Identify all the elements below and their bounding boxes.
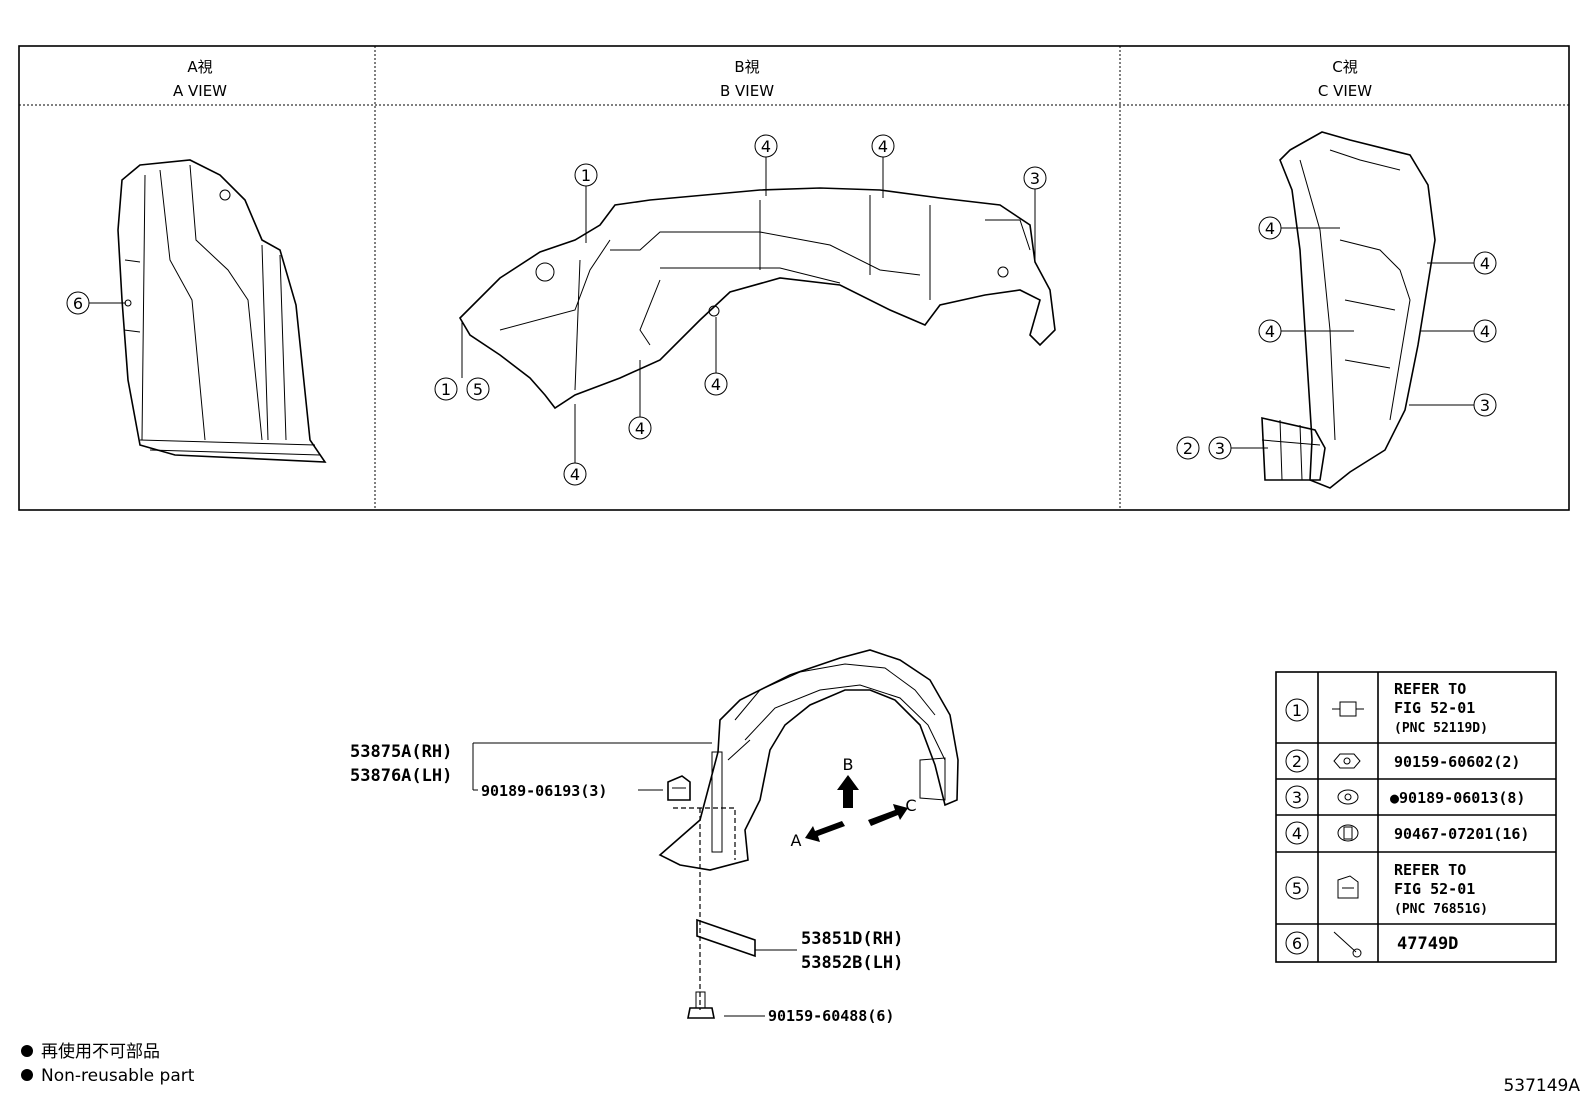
assembly-leaders: [472, 742, 797, 1017]
svg-text:(PNC 76851G): (PNC 76851G): [1394, 902, 1488, 917]
svg-text:●90189-06013(8): ●90189-06013(8): [1390, 789, 1525, 807]
arrow-a-label: A: [791, 831, 802, 850]
arrow-c-label: C: [905, 796, 916, 815]
svg-text:1: 1: [581, 166, 591, 185]
view-c-title-en: C VIEW: [1318, 82, 1372, 100]
screw-icon: [1333, 931, 1362, 958]
fastener-legend-table: [1275, 671, 1557, 963]
flange-bolt-icon: [1332, 701, 1364, 717]
view-c-liner-drawing: [1261, 131, 1436, 489]
figure-id: 537149A: [1503, 1076, 1580, 1096]
svg-text:4: 4: [1480, 254, 1490, 273]
view-b-title-en: B VIEW: [720, 82, 774, 100]
footnote-en: Non-reusable part: [41, 1066, 195, 1086]
fender-liner-assembly-drawing: [658, 649, 959, 871]
view-c-title-jp: C視: [1332, 58, 1357, 76]
svg-text:6: 6: [1292, 934, 1302, 953]
bolt-icon: [687, 991, 715, 1019]
clip-part-label: 90189-06193(3): [481, 782, 607, 800]
svg-text:4: 4: [761, 137, 771, 156]
svg-text:4: 4: [1292, 824, 1302, 843]
push-clip-icon: [1337, 824, 1359, 842]
svg-text:REFER TO: REFER TO: [1394, 861, 1466, 879]
legend-row-2: 2 90159-60602(2): [1285, 749, 1520, 773]
svg-text:4: 4: [635, 419, 645, 438]
legend-row-3: 3 ●90189-06013(8): [1285, 785, 1525, 809]
bracket-rh-label: 53851D(RH): [801, 929, 903, 949]
svg-text:2: 2: [1292, 752, 1302, 771]
svg-text:1: 1: [441, 380, 451, 399]
svg-text:4: 4: [1480, 322, 1490, 341]
svg-text:5: 5: [473, 380, 483, 399]
view-a-title-en: A VIEW: [173, 82, 227, 100]
clip-icon: [667, 775, 691, 801]
view-frame: [18, 45, 1570, 511]
footnote: 再使用不可部品 Non-reusable part: [21, 1041, 195, 1086]
svg-text:2: 2: [1183, 439, 1193, 458]
svg-text:5: 5: [1292, 879, 1302, 898]
bolt-part-label: 90159-60488(6): [768, 1007, 894, 1025]
svg-text:3: 3: [1030, 169, 1040, 188]
svg-text:4: 4: [1265, 219, 1275, 238]
clip-nut-icon: [1337, 875, 1359, 899]
svg-text:4: 4: [570, 465, 580, 484]
legend-row-4: 4 90467-07201(16): [1285, 821, 1529, 845]
view-c-callouts: 4 4 4 4 3 2 3: [1176, 216, 1497, 460]
svg-text:4: 4: [878, 137, 888, 156]
svg-text:3: 3: [1215, 439, 1225, 458]
view-a-liner-drawing: [117, 159, 327, 463]
svg-text:FIG 52-01: FIG 52-01: [1394, 699, 1475, 717]
legend-row-6: 6 47749D: [1285, 931, 1458, 958]
svg-text:47749D: 47749D: [1397, 934, 1458, 954]
footnote-jp: 再使用不可部品: [41, 1041, 160, 1062]
svg-text:6: 6: [73, 294, 83, 313]
legend-row-1: 1 REFER TO FIG 52-01 (PNC 52119D): [1285, 680, 1488, 736]
legend-row-5: 5 REFER TO FIG 52-01 (PNC 76851G): [1285, 861, 1488, 917]
svg-text:3: 3: [1292, 788, 1302, 807]
view-b-callouts: 1 4 4 3 1 5 4 4 4: [434, 134, 1047, 486]
view-a-callout-6: 6: [66, 291, 126, 315]
liner-lh-label: 53876A(LH): [350, 766, 452, 786]
clip-icon: [1337, 789, 1359, 805]
flange-nut-icon: [1333, 753, 1361, 769]
svg-text:90467-07201(16): 90467-07201(16): [1394, 825, 1529, 843]
svg-text:1: 1: [1292, 701, 1302, 720]
svg-text:4: 4: [1265, 322, 1275, 341]
view-b-title-jp: B視: [734, 58, 759, 76]
svg-text:3: 3: [1480, 396, 1490, 415]
svg-text:90159-60602(2): 90159-60602(2): [1394, 753, 1520, 771]
svg-text:(PNC 52119D): (PNC 52119D): [1394, 721, 1488, 736]
bracket-lh-label: 53852B(LH): [801, 953, 903, 973]
view-b-liner-drawing: [458, 187, 1056, 410]
arrow-b-label: B: [843, 755, 854, 774]
svg-text:REFER TO: REFER TO: [1394, 680, 1466, 698]
view-direction-arrows: B C A: [791, 755, 917, 850]
liner-rh-label: 53875A(RH): [350, 742, 452, 762]
svg-text:FIG 52-01: FIG 52-01: [1394, 880, 1475, 898]
svg-text:4: 4: [711, 375, 721, 394]
view-a-title-jp: A視: [187, 58, 212, 76]
